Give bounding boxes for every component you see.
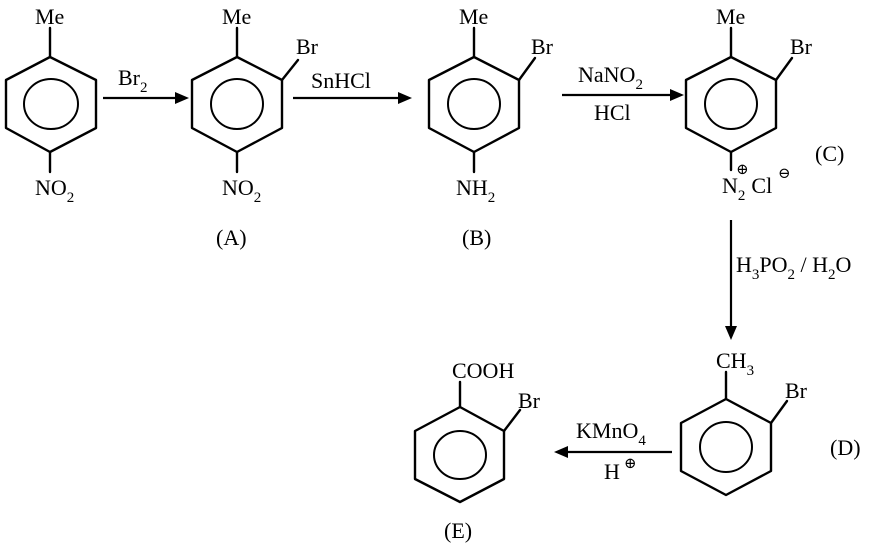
bromo-bond: [517, 56, 537, 82]
step1-arrow: Br2: [103, 65, 189, 104]
bromo-label: Br: [296, 34, 319, 59]
arrowhead: [554, 446, 568, 458]
compound-label: (A): [216, 225, 247, 250]
compound-A: Me Br NO2 (A): [190, 4, 319, 250]
arrowhead: [670, 89, 684, 101]
compound-label: (E): [444, 518, 472, 543]
step3-arrow: NaNO2 HCl: [562, 62, 684, 125]
arrowhead: [398, 92, 412, 104]
compound-label: (D): [830, 435, 861, 460]
nitro-label: NO2: [35, 175, 74, 206]
nitro-label: NO2: [222, 175, 261, 206]
bromo-label: Br: [790, 34, 813, 59]
carboxyl-label: COOH: [452, 358, 514, 383]
methyl-label: Me: [716, 4, 745, 29]
compound-E: COOH Br (E): [413, 358, 541, 543]
compound-label: (B): [462, 225, 491, 250]
compound-B: Me Br NH2 (B): [427, 4, 554, 250]
methyl-label: Me: [35, 4, 64, 29]
bromo-bond: [774, 56, 794, 82]
step2-reagent: SnHCl: [311, 68, 371, 93]
minus-charge: ⊖: [778, 166, 791, 182]
methyl-label: CH3: [716, 348, 754, 379]
amino-label: NH2: [456, 175, 495, 206]
aromatic-circle: [23, 78, 79, 130]
step4-reagent: H3PO2 / H2O: [736, 252, 851, 283]
bromo-bond: [502, 408, 522, 433]
step3-reagent-top: NaNO2: [578, 62, 643, 93]
step5-arrow: KMnO4 H⊕: [554, 418, 672, 484]
compound-label: (C): [815, 141, 844, 166]
step5-reagent-bottom: H⊕: [604, 456, 636, 484]
benzene-ring: [190, 55, 284, 154]
compound-D: CH3 Br (D): [679, 348, 861, 497]
methyl-label: Me: [222, 4, 251, 29]
arrowhead: [725, 326, 737, 340]
step4-arrow: H3PO2 / H2O: [725, 220, 851, 340]
step2-arrow: SnHCl: [293, 68, 412, 104]
bromo-label: Br: [531, 34, 554, 59]
benzene-ring: [679, 397, 773, 497]
aromatic-circle: [699, 421, 753, 473]
bromo-bond: [280, 58, 300, 82]
aromatic-circle: [210, 78, 264, 130]
arrowhead: [175, 92, 189, 104]
start-molecule: Me NO2: [4, 4, 98, 206]
benzene-ring: [4, 55, 98, 154]
step1-reagent: Br2: [118, 65, 148, 96]
step5-reagent-top: KMnO4: [576, 418, 646, 449]
aromatic-circle: [433, 430, 487, 480]
bromo-bond: [769, 399, 789, 425]
step3-reagent-bottom: HCl: [594, 100, 631, 125]
benzene-ring: [413, 405, 506, 504]
benzene-ring: [427, 55, 521, 154]
benzene-ring: [684, 55, 778, 154]
aromatic-circle: [704, 78, 758, 130]
bromo-label: Br: [785, 378, 808, 403]
methyl-label: Me: [459, 4, 488, 29]
plus-charge: ⊕: [736, 162, 749, 178]
aromatic-circle: [447, 78, 501, 130]
bromo-label: Br: [518, 388, 541, 413]
